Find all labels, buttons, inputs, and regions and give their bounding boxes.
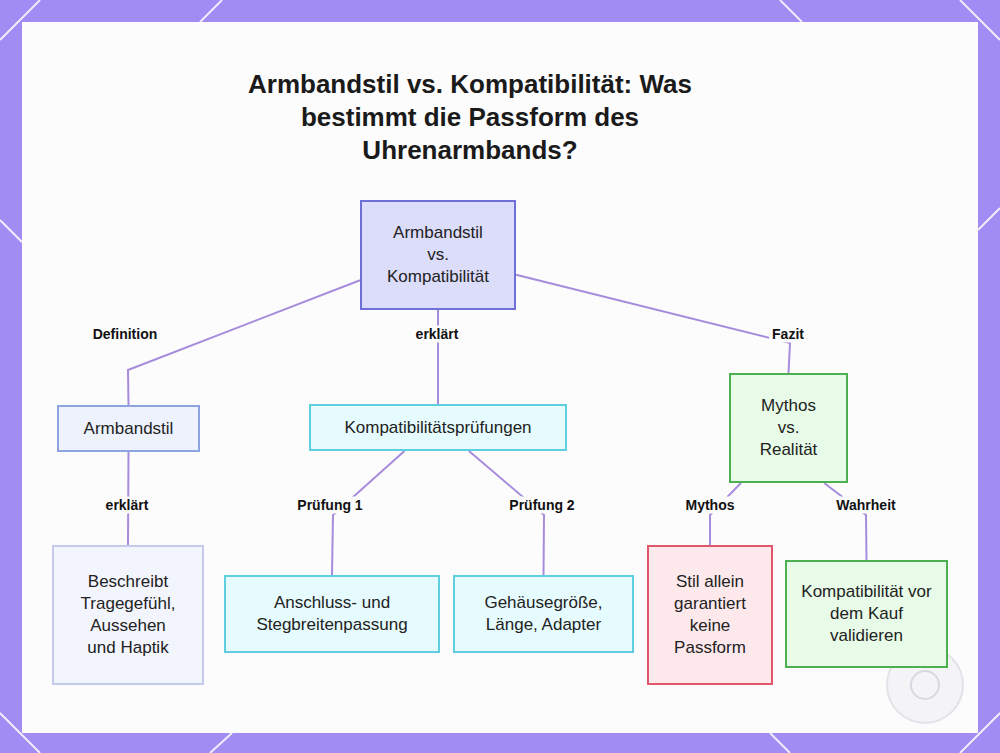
box-content: Gehäusegröße, Länge, Adapter bbox=[481, 592, 606, 636]
edge-label: Wahrheit bbox=[833, 497, 898, 514]
box-text: Kompatibilität vor dem Kauf validieren bbox=[797, 581, 936, 647]
process-box: Stil allein garantiert keine Passform bbox=[647, 545, 773, 685]
edge-label: Prüfung 1 bbox=[294, 497, 365, 514]
process-box: Armbandstil bbox=[57, 405, 200, 452]
box-text: Beschreibt Tragegefühl, Aussehen und Hap… bbox=[78, 571, 178, 659]
box-text: Anschluss- und Stegbreitenpassung bbox=[236, 592, 428, 636]
box-text: Stil allein garantiert keine Passform bbox=[665, 571, 755, 659]
connector-line bbox=[710, 483, 741, 545]
connector-line bbox=[824, 483, 866, 560]
edge-label: Fazit bbox=[769, 326, 807, 343]
box-content: Beschreibt Tragegefühl, Aussehen und Hap… bbox=[78, 571, 178, 659]
box-text: Armbandstil vs. Kompatibilität bbox=[382, 222, 494, 288]
box-content: Armbandstil bbox=[84, 418, 174, 440]
box-text: Armbandstil bbox=[84, 418, 174, 440]
connector-line bbox=[516, 275, 790, 373]
process-box: Beschreibt Tragegefühl, Aussehen und Hap… bbox=[52, 545, 204, 685]
box-text: Gehäusegröße, Länge, Adapter bbox=[481, 592, 606, 636]
process-box: Kompatibilitätsprüfungen bbox=[309, 404, 567, 451]
process-box: Kompatibilität vor dem Kauf validieren bbox=[785, 560, 948, 668]
edge-label: Definition bbox=[90, 326, 161, 343]
edge-label: erklärt bbox=[103, 497, 152, 514]
box-content: Anschluss- und Stegbreitenpassung bbox=[236, 592, 428, 636]
process-box: Anschluss- und Stegbreitenpassung bbox=[224, 575, 440, 653]
box-content: Mythos vs. Realität bbox=[753, 395, 824, 461]
edge-label: erklärt bbox=[413, 326, 462, 343]
connector-line bbox=[437, 310, 439, 404]
box-content: Kompatibilität vor dem Kauf validieren bbox=[797, 581, 936, 647]
edge-label: Prüfung 2 bbox=[506, 497, 577, 514]
box-content: Armbandstil vs. Kompatibilität bbox=[382, 222, 494, 288]
box-content: Stil allein garantiert keine Passform bbox=[665, 571, 755, 659]
diagram-title: Armbandstil vs. Kompatibilität: Was best… bbox=[220, 68, 720, 167]
box-text: Kompatibilitätsprüfungen bbox=[344, 417, 531, 439]
edge-label: Mythos bbox=[683, 497, 738, 514]
process-box: Mythos vs. Realität bbox=[729, 373, 848, 483]
process-box: Armbandstil vs. Kompatibilität bbox=[360, 200, 516, 310]
process-box: Gehäusegröße, Länge, Adapter bbox=[453, 575, 634, 653]
box-content: Kompatibilitätsprüfungen bbox=[344, 417, 531, 439]
connector-line bbox=[128, 280, 360, 405]
box-text: Mythos vs. Realität bbox=[753, 395, 824, 461]
